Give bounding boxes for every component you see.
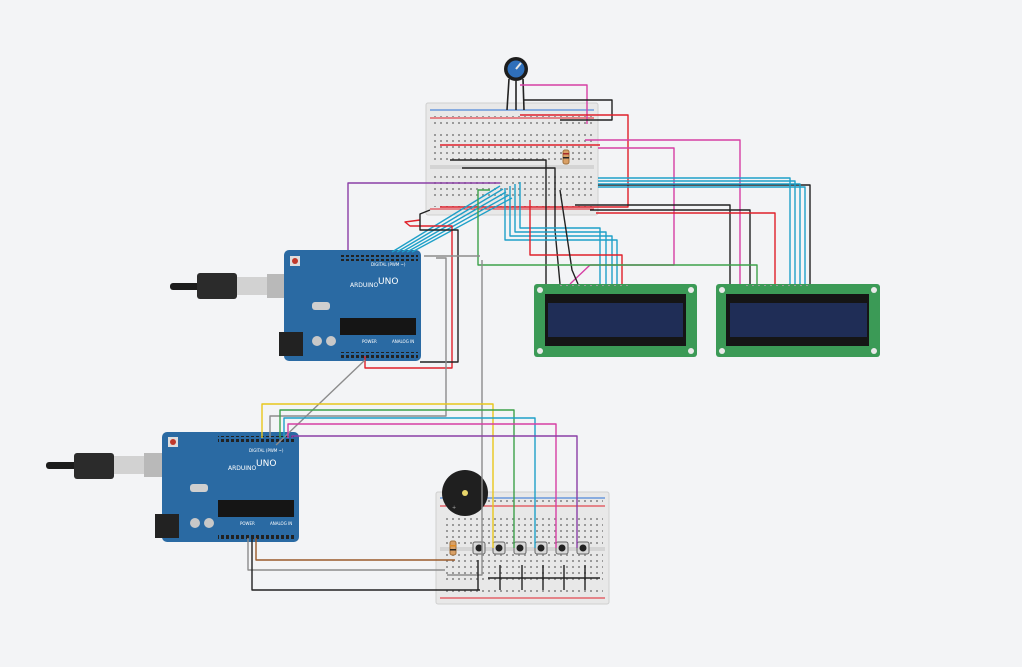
piezo-buzzer[interactable]: +	[442, 470, 488, 516]
brand-label-bottom: ARDUINO	[228, 465, 257, 472]
model-label-bottom: UNO	[256, 459, 276, 469]
brand-label-top: ARDUINO	[350, 282, 379, 289]
lcd-left-screen	[548, 303, 683, 337]
reset-button-top	[292, 258, 298, 264]
pushbutton-1	[472, 541, 486, 555]
analog-label-bottom: ANALOG IN	[270, 521, 292, 526]
digital-label-top: DIGITAL (PWM ~)	[371, 262, 406, 267]
usb-cable-bottom[interactable]	[46, 453, 179, 479]
atmega-chip-top	[340, 318, 416, 335]
breadboard-top[interactable]	[425, 102, 599, 216]
pushbutton-3	[513, 541, 527, 555]
pushbutton-4	[534, 541, 548, 555]
power-jack-top	[279, 332, 303, 356]
pushbutton-5	[555, 541, 569, 555]
analog-label-top: ANALOG IN	[392, 339, 414, 344]
potentiometer[interactable]	[504, 57, 528, 111]
model-label-top: UNO	[378, 277, 398, 287]
resistor-bottom[interactable]	[449, 540, 457, 556]
reset-button-bottom	[170, 439, 176, 445]
svg-text:+: +	[452, 505, 456, 511]
power-jack-bottom	[155, 514, 179, 538]
lcd-left[interactable]	[534, 284, 697, 357]
pushbutton-2	[492, 541, 506, 555]
arduino-bottom[interactable]: DIGITAL (PWM ~) ARDUINO UNO POWER ANALOG…	[155, 432, 299, 542]
atmega-chip-bottom	[218, 500, 294, 517]
lcd-right[interactable]	[716, 284, 880, 357]
wires[interactable]	[247, 84, 811, 591]
power-label-bottom: POWER	[240, 521, 255, 526]
usb-cable-top[interactable]	[170, 273, 303, 299]
resistor-top[interactable]	[562, 149, 570, 165]
lcd-right-screen	[730, 303, 867, 337]
digital-label-bottom: DIGITAL (PWM ~)	[249, 448, 284, 453]
arduino-top[interactable]: DIGITAL (PWM ~) ARDUINO UNO POWER ANALOG…	[279, 250, 421, 361]
power-label-top: POWER	[362, 339, 377, 344]
pushbutton-6	[576, 541, 590, 555]
